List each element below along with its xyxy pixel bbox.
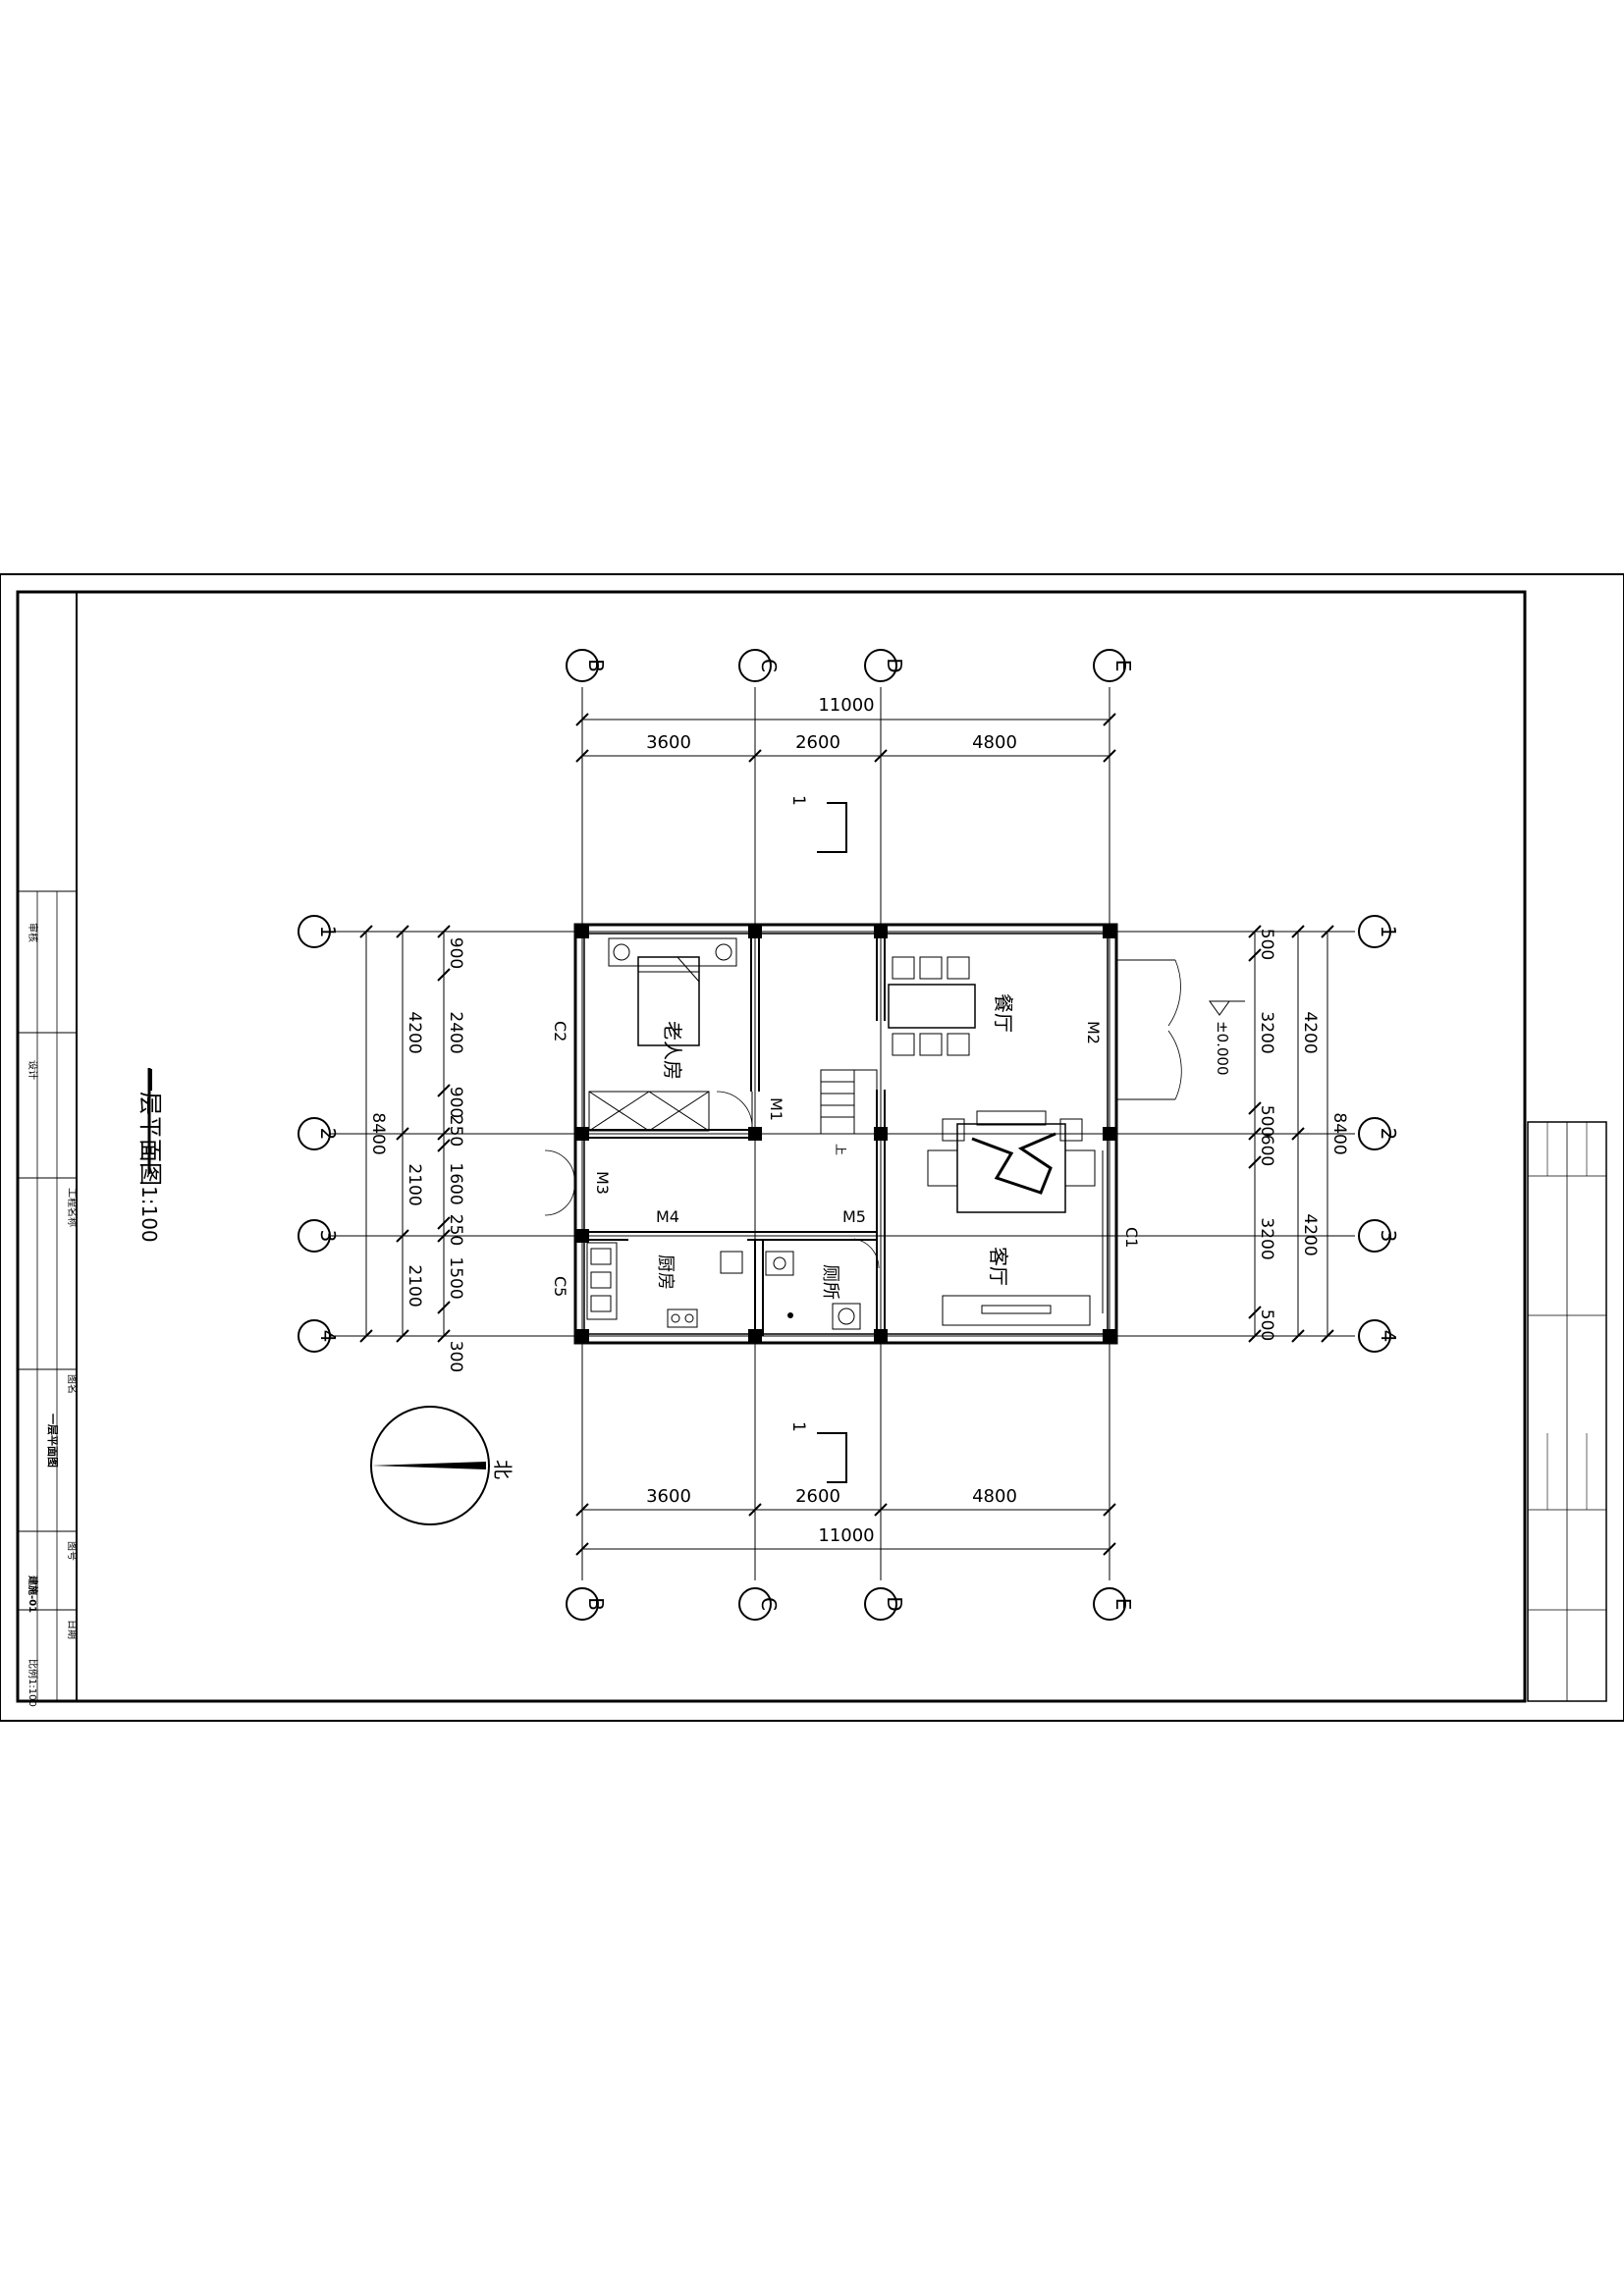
dim-right-minor-2: 3200	[1257, 1011, 1276, 1053]
tv-cabinet	[942, 1295, 1091, 1326]
tb-drawing-name: 一层平面图	[46, 1414, 59, 1468]
tb-number-label: 图号	[66, 1541, 78, 1561]
dim-right-total: 8400	[1329, 1112, 1349, 1154]
room-living: 客厅	[987, 1247, 1010, 1286]
dim-bottom-seg-1: 3600	[646, 1486, 691, 1507]
axis-label-2-right: 2	[1377, 1128, 1400, 1141]
label-c2: C2	[551, 1021, 569, 1041]
elder-room-furniture	[588, 937, 737, 1132]
north-arrow: 北	[370, 1406, 514, 1525]
axis-label-3-left: 3	[316, 1230, 340, 1243]
section-marks: 1 1	[788, 795, 847, 1483]
dim-left-minor-3: 900	[446, 1087, 465, 1118]
dim-left-minor-1: 900	[446, 937, 465, 969]
dim-left-major-2: 2100	[405, 1163, 424, 1205]
label-c1: C1	[1122, 1227, 1141, 1248]
dimension-right: 500 3200 500 600 3200 500 4200 4200 8400	[1248, 925, 1349, 1343]
axis-label-4-left: 4	[316, 1330, 340, 1343]
building-walls	[573, 923, 1118, 1345]
dim-right-minor-1: 500	[1257, 929, 1276, 960]
tb-design-label: 设计	[27, 1060, 39, 1080]
room-dining: 餐厅	[992, 993, 1015, 1033]
dim-left-minor-2: 2400	[446, 1011, 465, 1053]
dim-left-minor-4: 250	[446, 1115, 465, 1147]
dim-right-major-1: 4200	[1300, 1011, 1320, 1053]
room-kitchen: 厨房	[655, 1255, 676, 1290]
tb-project-label: 工程名称	[66, 1188, 79, 1227]
axis-label-3-right: 3	[1377, 1230, 1400, 1243]
axis-label-e-top: E	[1111, 660, 1135, 672]
label-c5: C5	[551, 1276, 569, 1297]
tb-scale-label: 比例	[27, 1659, 39, 1679]
label-m2: M2	[1084, 1021, 1103, 1044]
drawing-scale-text: 1:100	[137, 1186, 161, 1243]
right-title-block	[1527, 1121, 1607, 1702]
dim-top-total: 11000	[818, 695, 874, 716]
dim-right-minor-3: 500	[1257, 1105, 1276, 1137]
stair-up-label: 上	[834, 1144, 847, 1155]
dim-top-seg-1: 3600	[646, 732, 691, 753]
room-labels: 老人房 餐厅 客厅 厨房 厕所	[655, 993, 1015, 1300]
level-text: ±0.000	[1214, 1021, 1231, 1076]
sofa-group	[927, 1110, 1096, 1213]
toilet-fixtures	[765, 1251, 861, 1330]
axis-label-1-left: 1	[316, 926, 340, 938]
dim-right-major-2: 4200	[1300, 1213, 1320, 1255]
label-m4: M4	[656, 1207, 679, 1226]
axis-label-d-bottom: D	[883, 1596, 906, 1611]
dimension-left: 8400 4200 2100 2100 900 2400 900 250 160…	[359, 925, 465, 1372]
section-mark-bottom: 1	[788, 1421, 808, 1432]
tb-drawing-label: 图名	[66, 1374, 79, 1394]
axis-label-c-top: C	[757, 659, 781, 672]
dimension-top: 11000 3600 2600 4800	[575, 695, 1116, 763]
dim-right-minor-6: 500	[1257, 1309, 1276, 1341]
dimension-bottom: 3600 2600 4800 11000	[575, 1486, 1116, 1556]
label-m3: M3	[593, 1171, 612, 1195]
room-toilet: 厕所	[820, 1264, 840, 1300]
axis-label-1-right: 1	[1377, 926, 1400, 938]
axis-label-d-top: D	[883, 658, 906, 672]
kitchen-fixtures	[586, 1242, 743, 1328]
dim-right-minor-4: 600	[1257, 1135, 1276, 1166]
dim-left-total: 8400	[368, 1112, 388, 1154]
axis-label-b-top: B	[584, 659, 608, 672]
tb-review-label: 审核	[27, 923, 39, 942]
sheet-border	[0, 573, 1624, 1722]
label-m1: M1	[767, 1097, 785, 1121]
tb-number-value: 建施-01	[27, 1575, 39, 1613]
dim-left-minor-7: 1500	[446, 1256, 465, 1299]
room-elder: 老人房	[661, 1021, 684, 1080]
section-mark-top: 1	[788, 795, 808, 806]
dim-bottom-seg-3: 4800	[972, 1486, 1017, 1507]
dim-left-minor-6: 250	[446, 1214, 465, 1246]
dim-left-major-1: 4200	[405, 1011, 424, 1053]
drawing-title: 一层平面图 1:100	[136, 1068, 164, 1243]
axis-label-c-bottom: C	[757, 1597, 781, 1611]
axis-label-b-bottom: B	[584, 1597, 608, 1611]
opening-labels: M1 M2 M3 M4 M5 C1 C2 C5	[551, 1021, 1141, 1297]
dim-right-minor-5: 3200	[1257, 1217, 1276, 1259]
axis-label-4-right: 4	[1377, 1330, 1400, 1343]
dim-top-seg-3: 4800	[972, 732, 1017, 753]
dining-table	[888, 956, 976, 1056]
left-title-block: 审核 设计 工程名称 图名 一层平面图 图号 建施-01 日期 比例 1:100	[18, 592, 79, 1707]
level-mark: ±0.000	[1209, 1000, 1245, 1076]
axis-label-2-left: 2	[316, 1128, 340, 1141]
doors-windows	[544, 959, 1182, 1320]
dim-left-major-3: 2100	[405, 1264, 424, 1307]
label-m5: M5	[842, 1207, 866, 1226]
stair: 上	[820, 1069, 878, 1155]
tb-date-label: 日期	[66, 1620, 78, 1639]
dim-left-minor-5: 1600	[446, 1162, 465, 1204]
north-label: 北	[491, 1460, 514, 1479]
dim-left-minor-8: 300	[446, 1341, 465, 1372]
axis-bubbles: B C D E B C D E 1 2 3 4 1 2 3 4	[298, 649, 1400, 1621]
dim-bottom-total: 11000	[818, 1525, 874, 1546]
tb-scale-value: 1:100	[27, 1679, 37, 1707]
dim-bottom-seg-2: 2600	[795, 1486, 840, 1507]
axis-label-e-bottom: E	[1111, 1598, 1135, 1611]
dim-top-seg-2: 2600	[795, 732, 840, 753]
